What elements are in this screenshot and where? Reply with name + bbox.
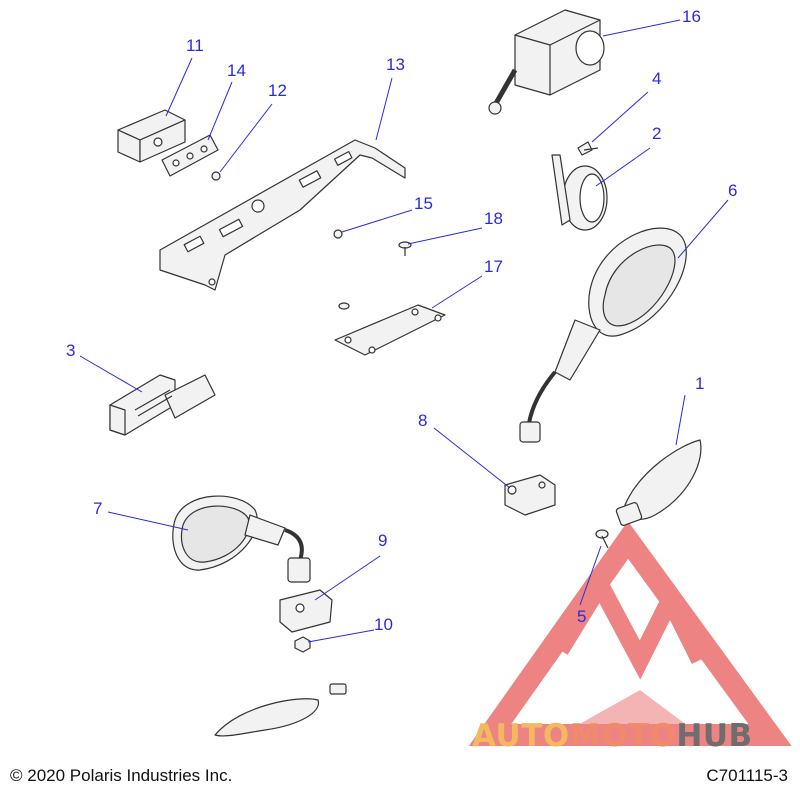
callout-16: 16 [682, 7, 701, 26]
part-small-nut [211, 171, 221, 181]
callout-10: 10 [374, 615, 393, 634]
callout-4: 4 [652, 69, 662, 88]
brand-part-hub: HUB [676, 718, 753, 754]
callout-5: 5 [577, 607, 587, 626]
part-bracket [159, 139, 406, 291]
copyright-text: © 2020 Polaris Industries Inc. [10, 766, 233, 785]
callout-6: 6 [728, 181, 738, 200]
callout-18: 18 [484, 209, 503, 228]
watermark-brand: AUTOMOTOHUB [472, 718, 753, 754]
part-switch-housing [488, 9, 605, 115]
part-turn-signal-lower [214, 683, 347, 737]
part-mirror-right [519, 227, 687, 443]
callout-17: 17 [484, 257, 503, 276]
callout-12: 12 [268, 81, 287, 100]
callout-15: 15 [414, 194, 433, 213]
callout-14: 14 [227, 61, 246, 80]
brand-part-moto: MOTO [569, 718, 677, 754]
part-screw-5 [595, 529, 609, 549]
part-mount-plate [334, 302, 446, 356]
part-nut-15 [333, 229, 343, 239]
part-screw-18 [398, 241, 412, 256]
part-screw-4 [577, 141, 599, 156]
callout-8: 8 [418, 411, 428, 430]
diagram-code: C701115-3 [706, 766, 788, 785]
callout-7: 7 [93, 499, 103, 518]
callout-1: 1 [695, 374, 705, 393]
callout-11: 11 [186, 36, 204, 55]
part-horn [551, 154, 608, 231]
part-mirror-left [172, 495, 311, 583]
callout-3: 3 [66, 341, 76, 360]
brand-part-auto: AUTO [472, 718, 570, 754]
part-control-module [109, 374, 216, 436]
part-turn-signal [615, 439, 702, 526]
callout-9: 9 [378, 531, 388, 550]
watermark-logo [468, 521, 792, 746]
callout-13: 13 [386, 55, 405, 74]
part-clamp-9 [279, 589, 333, 633]
callout-2: 2 [652, 124, 662, 143]
part-holed-plate [161, 134, 219, 177]
part-clamp-8 [504, 474, 556, 516]
part-connector-block [117, 109, 186, 163]
leader-lines [79, 19, 729, 643]
part-nut-10 [294, 636, 311, 653]
